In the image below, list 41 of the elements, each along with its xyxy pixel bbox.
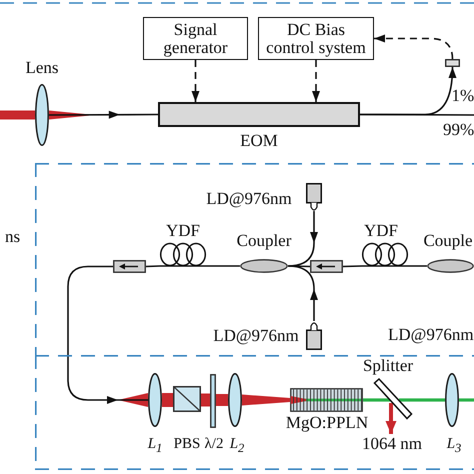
laser-beam bbox=[216, 394, 228, 406]
component-label: L$_{1}$ bbox=[148, 435, 162, 457]
laser-beam bbox=[162, 393, 173, 407]
component-label: YDF bbox=[364, 221, 398, 241]
component-label: LD@976nm bbox=[388, 326, 474, 344]
dashed-arrow bbox=[374, 34, 454, 60]
dashed-arrow bbox=[192, 60, 200, 102]
component-label: Coupler bbox=[236, 231, 292, 251]
component-label: MgO:PPLN bbox=[286, 413, 368, 433]
instrument-box: DC Bias control system bbox=[258, 17, 374, 60]
component-label: EOM bbox=[240, 131, 278, 151]
arrow bbox=[49, 110, 158, 119]
laser-beam bbox=[0, 110, 35, 120]
component-label: L$_{2}$ bbox=[230, 435, 244, 457]
wavelength-label: 1064 nm bbox=[360, 434, 424, 454]
component-label: L$_{3}$ bbox=[446, 435, 462, 457]
instrument-box: Signal generator bbox=[143, 17, 248, 60]
connector-line bbox=[206, 265, 240, 267]
arrow bbox=[288, 211, 318, 267]
connector-line bbox=[342, 265, 362, 268]
connector-line bbox=[408, 265, 427, 267]
dashed-frame bbox=[35, 355, 474, 470]
dashed-frame bbox=[35, 163, 474, 355]
laser-beam bbox=[363, 398, 390, 402]
component-label: Couple bbox=[423, 231, 473, 251]
arrow bbox=[67, 266, 148, 404]
arrow bbox=[386, 403, 396, 434]
laser-beam bbox=[201, 394, 210, 406]
arrow bbox=[288, 265, 318, 321]
dashed-arrow bbox=[312, 60, 320, 102]
laser-beam bbox=[399, 398, 445, 402]
component-label: λ/2 bbox=[204, 435, 224, 454]
laser-beam bbox=[242, 394, 290, 406]
connector-line bbox=[360, 114, 474, 116]
component-label: Lens bbox=[25, 58, 59, 78]
component-label: LD@976nm bbox=[206, 189, 292, 209]
component-label: Splitter bbox=[362, 356, 414, 376]
component-label: PBS bbox=[174, 435, 200, 454]
component-label: LD@976nm bbox=[213, 326, 299, 346]
component-label: YDF bbox=[166, 221, 200, 241]
connector-line bbox=[146, 265, 160, 268]
